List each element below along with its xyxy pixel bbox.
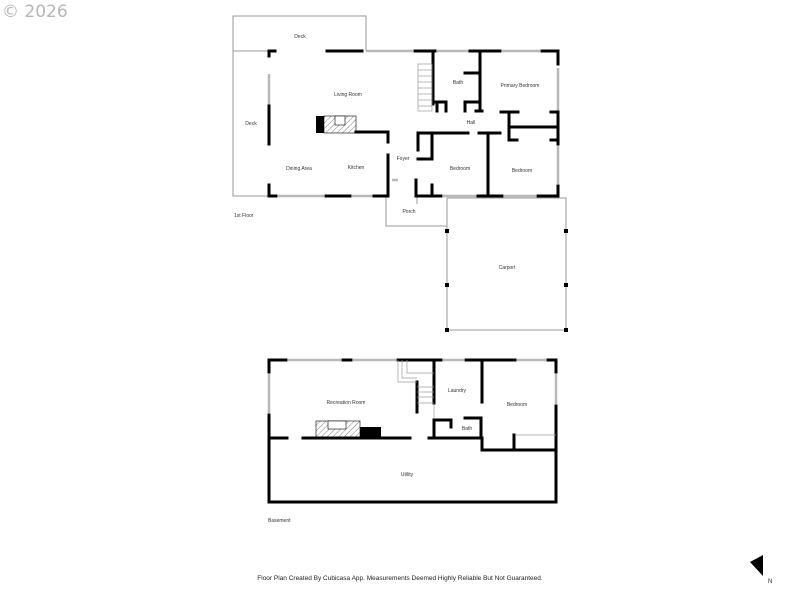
first-floor-walls — [267, 49, 560, 198]
room-label-kitchen: Kitchen — [348, 165, 365, 171]
basement-plan — [267, 358, 558, 504]
first-floor-windows — [267, 49, 560, 198]
basement-windows — [267, 358, 558, 413]
disclaimer-footer: Floor Plan Created By Cubicasa App. Meas… — [257, 575, 543, 582]
room-label-bedroom-basement: Bedroom — [507, 402, 527, 408]
first-floor-plan — [232, 15, 568, 332]
basement-walls — [267, 358, 558, 504]
north-arrow-icon — [750, 555, 763, 576]
carport-outline — [446, 197, 567, 331]
room-label-living-room: Living Room — [334, 92, 362, 98]
stairs-first-floor — [417, 63, 433, 112]
floor-label-first: 1st Floor — [234, 213, 254, 219]
floor-label-basement: Basement — [268, 518, 291, 524]
porch-outline — [385, 196, 447, 227]
room-label-bath-basement: Bath — [462, 426, 473, 432]
room-label-primary-bedroom: Primary Bedroom — [501, 83, 540, 89]
room-label-bedroom-1: Bedroom — [450, 166, 470, 172]
room-label-bath-first: Bath — [453, 80, 464, 86]
basement-thin-lines — [397, 360, 556, 436]
compass-north-label: N — [768, 579, 773, 585]
fireplace-basement — [315, 420, 381, 438]
room-label-utility: Utility — [401, 472, 414, 478]
room-label-dining-area: Dining Area — [286, 166, 312, 172]
room-label-deck-top: Deck — [294, 34, 306, 40]
copyright-watermark: © 2026 — [2, 2, 68, 22]
room-label-hall: Hall — [467, 120, 476, 126]
room-label-recreation-room: Recreation Room — [327, 400, 366, 406]
room-label-laundry: Laundry — [448, 388, 467, 394]
room-label-porch: Porch — [402, 209, 415, 215]
carport-posts — [445, 229, 568, 332]
room-label-carport: Carport — [499, 265, 516, 271]
room-label-deck-left: Deck — [245, 121, 257, 127]
room-label-bedroom-2: Bedroom — [512, 168, 532, 174]
room-label-foyer: Foyer — [397, 156, 410, 162]
fireplace-first-floor — [316, 115, 357, 134]
deck-outline — [232, 15, 367, 197]
